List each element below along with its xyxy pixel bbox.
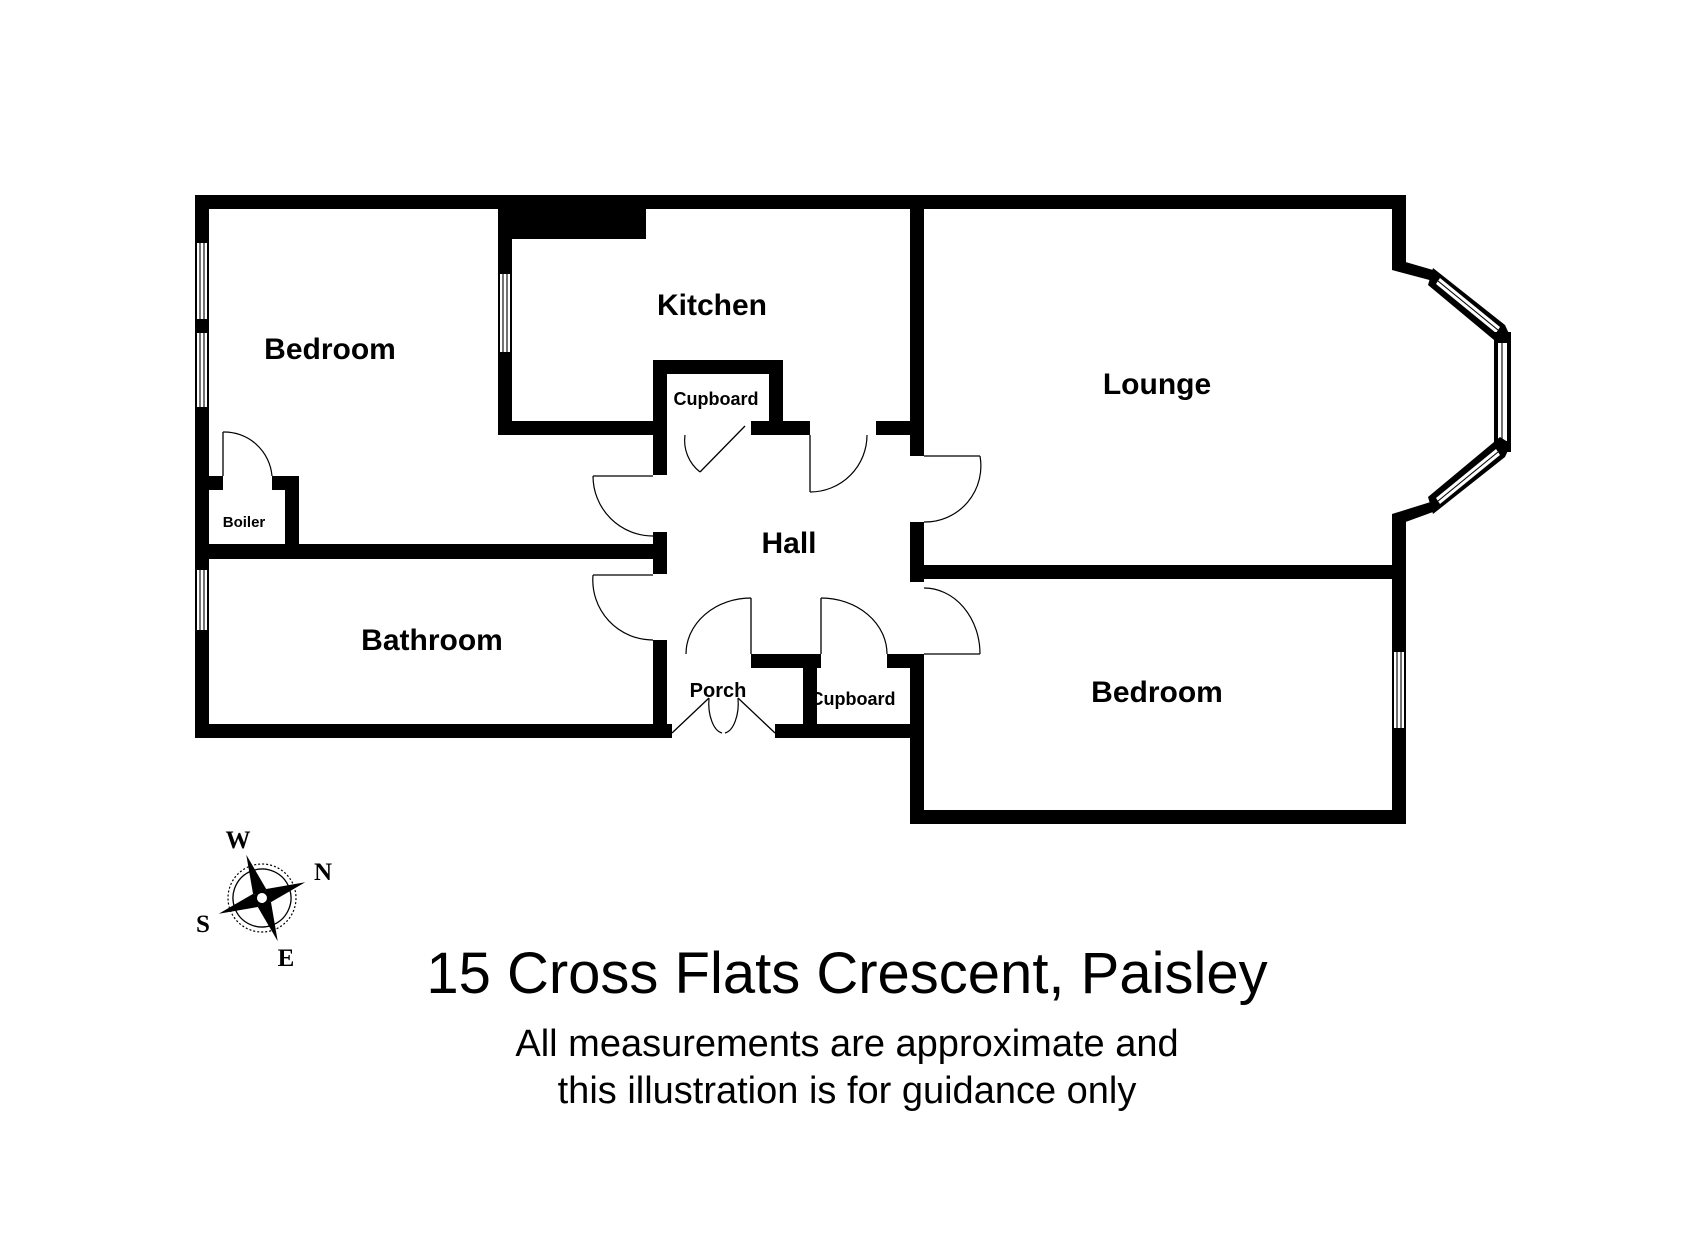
room-label-hall: Hall: [761, 527, 816, 560]
door-front-double: [671, 697, 776, 734]
room-label-cupboard-1: Cupboard: [674, 389, 759, 409]
room-label-boiler: Boiler: [223, 514, 266, 531]
room-label-porch: Porch: [690, 680, 747, 702]
room-label-bedroom-1: Bedroom: [264, 333, 396, 366]
door-porch: [685, 597, 752, 655]
disclaimer-line-1: All measurements are approximate and: [515, 1023, 1179, 1065]
door-bedroom-1: [592, 475, 654, 537]
compass-label-e: E: [278, 945, 295, 972]
room-label-bathroom: Bathroom: [361, 624, 503, 657]
door-cupboard-1: [684, 425, 746, 473]
window-lounge-bay: [1428, 268, 1511, 514]
compass-label-w: W: [226, 827, 251, 854]
door-boiler: [222, 431, 273, 477]
property-address-title: 15 Cross Flats Crescent, Paisley: [426, 941, 1268, 1006]
room-label-cupboard-2: Cupboard: [811, 689, 896, 709]
compass-rose: [218, 854, 306, 942]
window-bedroom-lower: [197, 333, 207, 407]
door-kitchen: [809, 434, 868, 493]
window-kitchen: [500, 274, 510, 352]
room-label-bedroom-2: Bedroom: [1091, 676, 1223, 709]
compass-label-n: N: [314, 859, 332, 886]
window-bedroom-2: [1394, 652, 1404, 728]
window-bathroom: [197, 570, 207, 630]
outer-walls: [195, 195, 1437, 824]
interior-walls: [209, 209, 1406, 738]
compass-label-s: S: [196, 911, 210, 938]
room-label-kitchen: Kitchen: [657, 289, 767, 322]
doors: [222, 425, 982, 734]
window-bedroom-upper: [197, 243, 207, 319]
door-lounge: [923, 455, 982, 523]
door-bedroom-2: [923, 587, 981, 655]
windows: [197, 243, 1511, 728]
room-labels: Bedroom Kitchen Lounge Cupboard Boiler H…: [223, 289, 1223, 709]
room-label-lounge: Lounge: [1103, 368, 1211, 401]
door-cupboard-2: [820, 597, 888, 655]
door-bathroom: [592, 574, 654, 641]
disclaimer-line-2: this illustration is for guidance only: [557, 1070, 1137, 1112]
